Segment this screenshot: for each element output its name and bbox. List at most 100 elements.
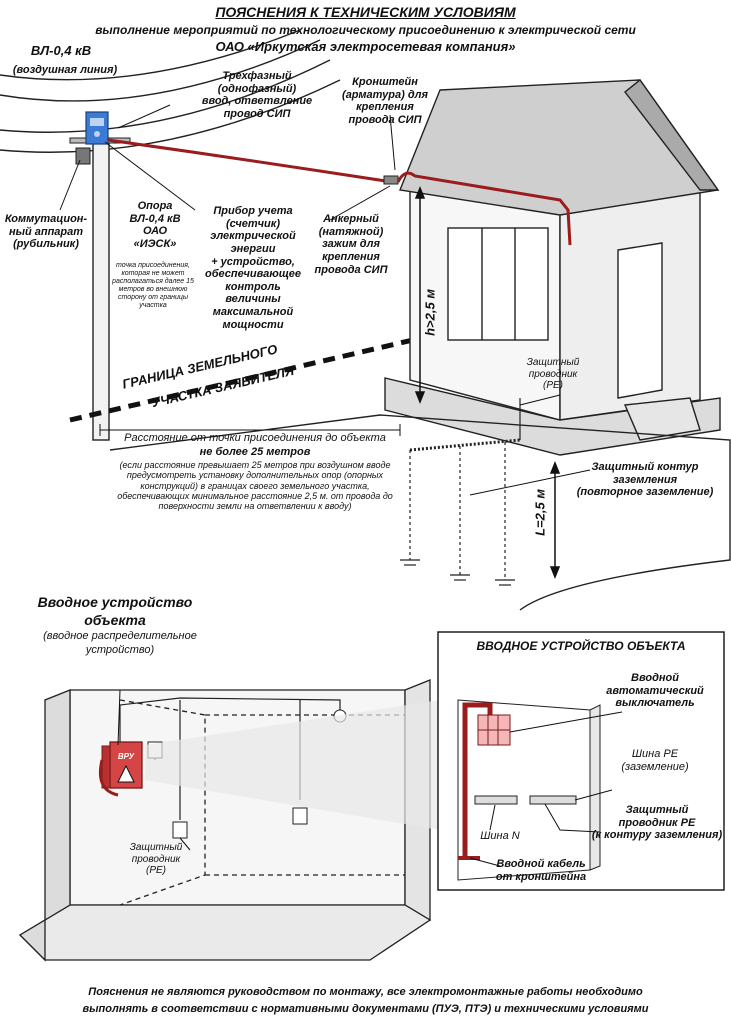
anchor-label-4: крепления [322, 250, 380, 263]
pole-note: точка присоединения, которая не может ра… [112, 262, 194, 310]
anchor-label-2: (натяжной) [318, 225, 384, 238]
pe-top-label-3: (PE) [543, 380, 563, 391]
overhead-lines [0, 29, 341, 153]
breaker-label: Вводной автоматический выключатель [590, 672, 720, 710]
meter-label-4: энергии [230, 242, 276, 255]
company-name: ОАО «Иркутская электросетевая компания» [215, 39, 516, 54]
pe-room-label-3: (PE) [146, 865, 166, 876]
vru-label: ВРУ [117, 752, 135, 761]
switch-label-1: Коммутацион- [4, 213, 88, 225]
bracket-label-1: Кронштейн [352, 76, 418, 88]
anchor-label-3: зажим для [322, 238, 380, 251]
input-label-3: ввод, ответвление [201, 95, 313, 108]
footer-line-1: Пояснения не являются руководством по мо… [88, 986, 643, 998]
pole-label-4: «ИЭСК» [133, 237, 177, 250]
ground-surface [109, 414, 731, 611]
pe-wire-label-2: проводник PE [618, 816, 696, 829]
pole-label-3: ОАО [142, 225, 168, 238]
meter-label-1: Прибор учета [213, 205, 293, 217]
pointer-lines [59, 104, 591, 851]
bus-pe-label: Шина PE (заземление) [600, 748, 710, 773]
breaker-label-2: автоматический [606, 684, 704, 697]
bus-pe-label-2: (заземление) [621, 760, 689, 773]
pole-label: Опора ВЛ-0,4 кВ ОАО «ИЭСК» [112, 200, 198, 251]
bracket-label-2: (арматура) для [342, 88, 428, 101]
pe-room-label-1: Защитный [129, 842, 183, 853]
switch-label: Коммутацион- ный аппарат (рубильник) [0, 213, 92, 251]
house-shape [384, 78, 721, 456]
meter-label-7: контроль [225, 280, 281, 293]
meter-box-icon [85, 111, 109, 145]
socket-icon [292, 807, 308, 825]
breaker-label-3: выключатель [615, 697, 695, 710]
input-label-1: Трехфазный [222, 70, 292, 82]
bracket-label-3: крепления [356, 101, 414, 114]
vl-label: ВЛ-0,4 кВ [30, 43, 92, 58]
height-arrow [414, 185, 426, 405]
pe-top-label: Защитный проводник (PE) [518, 357, 588, 392]
vru-box [101, 741, 143, 789]
cable-label: Вводной кабель от кронштейна [486, 858, 596, 883]
pe-wire-label: Защитный проводник PE (к контуру заземле… [590, 804, 724, 842]
ground-label-2: заземления [612, 473, 678, 486]
length-arrow [549, 460, 561, 580]
input-cable [462, 702, 493, 860]
input-label: Трехфазный (однофазный) ввод, ответвлени… [192, 70, 322, 121]
page-subtitle: выполнение мероприятий по технологическо… [95, 23, 636, 37]
meter-label-8: величины [225, 293, 281, 306]
distance-note: (если расстояние превышает 25 метров при… [117, 460, 393, 512]
ground-label: Защитный контур заземления (повторное за… [560, 461, 730, 499]
page-title: ПОЯСНЕНИЯ К ТЕХНИЧЕСКИМ УСЛОВИЯМ [215, 4, 516, 20]
cable-label-2: от кронштейна [495, 870, 587, 883]
breaker-label-1: Вводной [631, 672, 679, 684]
device-label-3: (вводное распределительное [43, 630, 197, 642]
meter-label-3: электрической [210, 230, 296, 243]
meter-label-2: (счетчик) [225, 217, 281, 230]
device-label-1: Вводное устройство [37, 594, 193, 610]
pole-label-2: ВЛ-0,4 кВ [129, 212, 181, 225]
meter-label-10: мощности [222, 318, 284, 331]
panel-pointer-lines [469, 711, 623, 867]
ground-label-1: Защитный контур [591, 461, 699, 473]
bus-n-label: Шина N [480, 830, 520, 842]
meter-label-5: + устройство, [211, 255, 295, 268]
pe-wire-label-1: Защитный [625, 804, 689, 816]
bracket-label: Кронштейн (арматура) для крепления прово… [330, 76, 440, 127]
ground-label-3: (повторное заземление) [576, 486, 714, 499]
footer-line-2: выполнять в соответствии с нормативными … [82, 1003, 649, 1015]
distance-label-1: Расстояние от точки присоединения до объ… [124, 432, 386, 444]
panel-title: ВВОДНОЕ УСТРОЙСТВО ОБЪЕКТА [476, 639, 686, 653]
anchor-label-5: провода СИП [314, 263, 388, 276]
vl-sub-label: (воздушная линия) [12, 64, 118, 76]
distance-label-2: не более 25 метров [199, 446, 311, 458]
house-cable [396, 171, 572, 246]
anchor-label-1: Анкерный [323, 213, 379, 225]
switch-label-2: ный аппарат [8, 225, 84, 238]
pe-top-label-2: проводник [528, 368, 578, 380]
meter-label: Прибор учета (счетчик) электрической эне… [188, 205, 318, 331]
meter-label-6: обеспечивающее [205, 268, 301, 281]
anchor-label: Анкерный (натяжной) зажим для крепления … [306, 213, 396, 276]
input-label-2: (однофазный) [217, 82, 297, 95]
device-label-4: устройство) [85, 644, 155, 656]
ground-length-label: L=2,5 м [532, 489, 548, 536]
height-label: h>2,5 м [422, 289, 438, 336]
vru-cable [98, 759, 119, 797]
bracket-label-4: провода СИП [348, 113, 422, 126]
breaker-icon [477, 714, 511, 746]
service-cable [107, 138, 393, 184]
switch-label-3: (рубильник) [13, 238, 79, 251]
pe-wire-label-3: (к контуру заземления) [591, 829, 723, 842]
anchor-clamp-icon [383, 175, 399, 185]
socket-icon [172, 821, 188, 839]
zoom-beam [145, 700, 440, 830]
switch-box-icon [75, 147, 91, 165]
input-label-4: провод СИП [223, 107, 291, 120]
cable-label-1: Вводной кабель [496, 858, 586, 870]
distance-line [99, 424, 401, 436]
pe-room-label-2: проводник [131, 853, 181, 865]
device-label-2: объекта [84, 612, 146, 628]
bus-pe-label-1: Шина PE [631, 748, 679, 760]
ground-electrodes [400, 398, 521, 586]
